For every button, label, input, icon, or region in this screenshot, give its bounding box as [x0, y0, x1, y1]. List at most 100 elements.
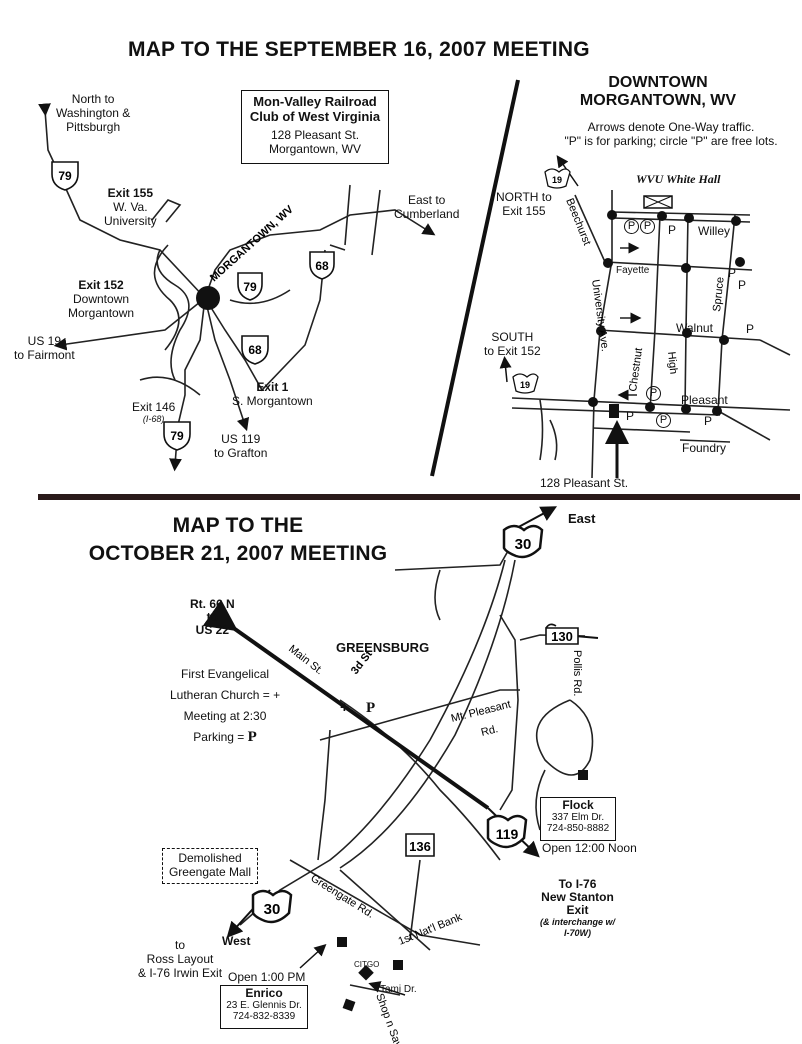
parking-1: P — [668, 223, 677, 237]
street-pleasant: Pleasant — [681, 393, 728, 407]
exit155-line-1: W. Va. — [113, 200, 148, 214]
parking-3: P — [738, 278, 747, 292]
north-line-1: North to — [71, 92, 115, 106]
i79-shield-center — [237, 272, 263, 301]
street-willey: Willey — [698, 224, 730, 238]
us119-grafton-label: US 119 to Grafton — [214, 432, 267, 460]
exit155-title: Exit 155 — [107, 186, 154, 200]
greengate-mall-box: Demolished Greengate Mall — [162, 848, 258, 884]
exit152-line-2: Morgantown — [68, 306, 135, 320]
i76-line-4: (& interchange w/ — [540, 917, 616, 927]
shield-30-text-1: 30 — [515, 536, 532, 553]
rt66-line-1: Rt. 66 N — [190, 597, 235, 611]
us119-line-1: US 119 — [221, 432, 261, 446]
pa130-shield — [545, 623, 579, 645]
shield-130-text: 130 — [551, 629, 573, 644]
exit1-label: Exit 1 S. Morgantown — [232, 380, 313, 408]
club-address-1: 128 Pleasant St. — [270, 128, 360, 142]
us19-fairmont-label: US 19 to Fairmont — [14, 334, 75, 362]
downtown-note-1: Arrows denote One-Way traffic. — [587, 120, 755, 134]
white-hall-label: WVU White Hall — [636, 172, 721, 186]
main-street-rt66 — [202, 599, 490, 810]
shield-79-text-1: 79 — [58, 169, 72, 183]
street-chestnut: Chestnut — [627, 347, 645, 392]
diagonal-divider — [430, 79, 520, 477]
downtown-address: 128 Pleasant St. — [540, 476, 629, 490]
map2-title-1: MAP TO THE — [172, 514, 304, 537]
ross-label: to Ross Layout & I-76 Irwin Exit — [138, 938, 222, 980]
downtown-note-2: "P" is for parking; circle "P" are free … — [564, 134, 778, 148]
us30-shield-east — [502, 524, 544, 559]
club-name-2: Club of West Virginia — [249, 109, 381, 124]
exit152-line-1: Downtown — [73, 292, 130, 306]
legend-parking-symbol: P — [247, 729, 257, 745]
downtown-note: Arrows denote One-Way traffic. "P" is fo… — [560, 120, 782, 148]
us19-shield-south — [512, 373, 539, 394]
citgo-label: CITGO — [354, 960, 380, 969]
exit146-label: Exit 146 (I-68) — [132, 400, 175, 424]
street-university: University Ave. — [589, 279, 611, 353]
east-line-1: East to — [408, 193, 446, 207]
exit155-line-2: University — [104, 214, 157, 228]
enrico-open: Open 1:00 PM — [228, 970, 306, 984]
flock-phone: 724-850-8882 — [546, 823, 610, 834]
i79-shield-north — [51, 161, 79, 191]
legend-line-1: First Evangelical — [181, 667, 270, 681]
street-high: High — [665, 351, 679, 375]
downtown-north-label: NORTH to Exit 155 — [496, 190, 552, 218]
i76-line-1: To I-76 — [558, 877, 597, 891]
club-building-marker — [609, 404, 619, 418]
ross-line-1: to — [175, 938, 186, 952]
legend-line-4: Parking = — [193, 730, 248, 744]
free-parking-4: P — [656, 413, 671, 428]
to-i76-label: To I-76 New Stanton Exit (& interchange … — [540, 878, 615, 939]
shield-119-text: 119 — [496, 826, 519, 842]
legend-block: First Evangelical Lutheran Church = + Me… — [170, 664, 280, 748]
exit155-label: Exit 155 W. Va. University — [104, 186, 157, 228]
downtown-south-1: SOUTH — [491, 330, 534, 344]
exit152-title: Exit 152 — [78, 278, 124, 292]
shop-n-save-label: Shop n Save — [373, 992, 406, 1044]
map2-title-2: OCTOBER 21, 2007 MEETING — [88, 542, 388, 565]
east-label: East — [568, 511, 596, 526]
greensburg-label: GREENSBURG — [336, 640, 430, 655]
rt66-line-3: US 22 — [195, 623, 230, 637]
downtown-title-2: MORGANTOWN, WV — [579, 92, 737, 109]
shield-79-text-3: 79 — [170, 429, 184, 443]
i76-line-3: Exit — [566, 903, 589, 917]
us30-shield-west — [251, 889, 293, 924]
north-line-2: Washington & — [56, 106, 131, 120]
shield-79-text-2: 79 — [243, 280, 257, 294]
shield-19-text-1: 19 — [552, 175, 562, 185]
shield-30-text-2: 30 — [264, 901, 281, 918]
flock-open: Open 12:00 Noon — [542, 841, 637, 855]
morgantown-dot — [196, 286, 220, 310]
downtown-south-label: SOUTH to Exit 152 — [484, 330, 541, 358]
i76-line-2: New Stanton — [541, 890, 614, 904]
us19-line-1: US 19 — [27, 334, 62, 348]
street-spruce: Spruce — [711, 276, 727, 312]
i79-shield-south — [163, 421, 191, 451]
free-parking-3: P — [646, 386, 661, 401]
legend-line-2: Lutheran Church = + — [170, 688, 281, 702]
i68-shield-east — [309, 251, 335, 280]
enrico-name: Enrico — [245, 986, 283, 1000]
east-cumberland-label: East to Cumberland — [394, 193, 459, 221]
enrico-phone: 724-832-8339 — [232, 1011, 296, 1022]
exit152-label: Exit 152 Downtown Morgantown — [68, 278, 134, 320]
morgantown-city-label: MORGANTOWN, WV — [208, 203, 296, 284]
enrico-address: 23 E. Glennis Dr. — [226, 1000, 302, 1011]
east-line-2: Cumberland — [394, 207, 460, 221]
street-pollis: Pollis Rd. — [571, 650, 583, 696]
rt66-label: Rt. 66 N to US 22 — [190, 598, 235, 637]
downtown-north-2: Exit 155 — [502, 204, 546, 218]
us119-shield — [486, 814, 528, 849]
street-main: Main St. — [286, 643, 325, 677]
pa136-shield — [405, 833, 435, 857]
exit146-line-1: Exit 146 — [132, 400, 176, 414]
parking-marker: P — [366, 700, 376, 716]
club-name-1: Mon-Valley Railroad — [253, 94, 377, 109]
parking-2: P — [728, 266, 737, 280]
mall-line-1: Demolished — [178, 851, 242, 865]
